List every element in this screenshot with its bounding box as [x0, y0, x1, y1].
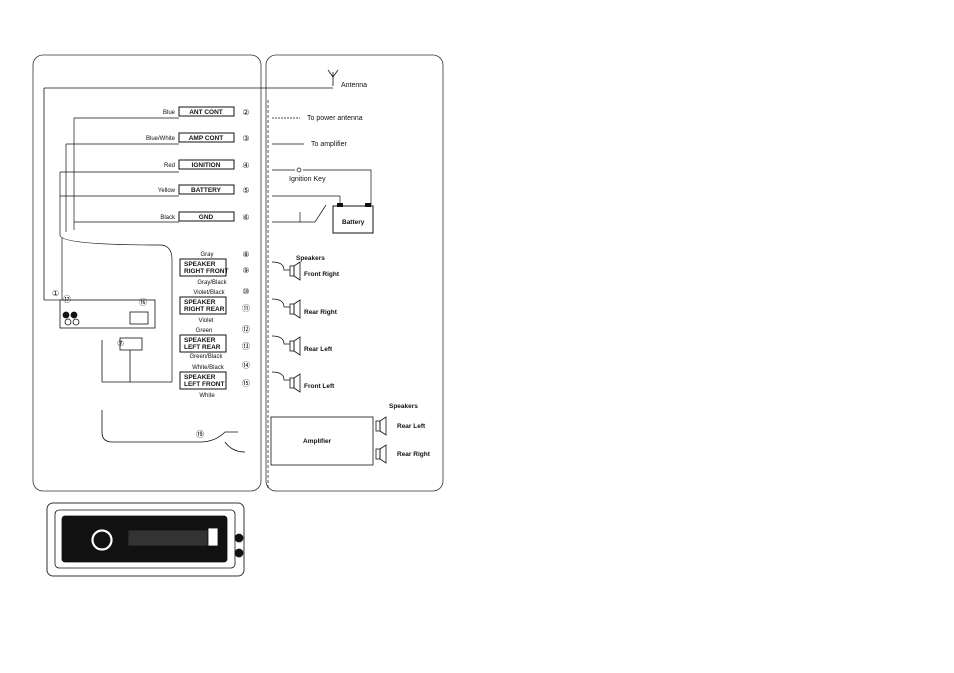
wire-pos: Violet/Black [193, 290, 225, 296]
callout-c16: ⑯ [139, 298, 147, 307]
wire-neg: Green/Black [189, 354, 223, 360]
num-pos: ⑭ [242, 361, 250, 370]
wire-num: ⑤ [242, 186, 249, 195]
wire-color: Red [164, 163, 175, 169]
wire-color: Black [160, 215, 176, 221]
speaker-front-right: Front Right [271, 261, 340, 281]
battery-icon [332, 203, 374, 234]
wire-color: Yellow [158, 188, 176, 194]
speaker-box-left-front: White/Black SPEAKER LEFT FRONT White ⑭ ⑮ [179, 361, 250, 399]
num-neg: ⑪ [242, 304, 250, 313]
right-lines [267, 100, 372, 488]
power-antenna-label: To power antenna [307, 115, 363, 122]
wire-neg: White [199, 393, 215, 399]
num-neg: ⑨ [242, 266, 249, 275]
num-neg: ⑬ [242, 342, 250, 351]
wire-pos: Green [196, 328, 213, 334]
speakers-label-top: Speakers [296, 255, 325, 262]
antenna-label: Antenna [341, 82, 367, 89]
battery-label: Battery [342, 219, 365, 226]
wire-color: Blue [163, 110, 176, 116]
speaker-label: Front Left [304, 383, 335, 390]
speaker-box-left-rear: Green SPEAKER LEFT REAR Green/Black ⑫ ⑬ [179, 325, 250, 360]
callout-c17: ⑰ [63, 295, 71, 304]
num-neg: ⑮ [242, 379, 250, 388]
callout-c1: ① [52, 289, 59, 298]
num-pos: ⑩ [242, 287, 249, 296]
wire-name: AMP CONT [189, 135, 224, 142]
speaker-box-right-rear: Violet/Black SPEAKER RIGHT REAR Violet ⑩… [179, 287, 250, 324]
wire-row-gnd: Black GND ⑥ [160, 211, 250, 222]
speaker-rear-right: Rear Right [271, 298, 338, 319]
ignition-key-label: Ignition Key [289, 176, 326, 183]
wire-name: GND [199, 214, 214, 221]
wire-num: ⑥ [242, 213, 249, 222]
wire-num: ② [242, 108, 249, 117]
amp-output-rear-right: Rear Right [375, 444, 431, 464]
rear-connectors [59, 299, 246, 453]
callout-c7: ⑦ [117, 339, 124, 348]
box-line1: SPEAKER [184, 299, 216, 306]
front-panel-frame [46, 502, 245, 577]
head-unit-front [54, 509, 244, 569]
speaker-rear-left: Rear Left [271, 335, 333, 356]
connection-panel [265, 54, 444, 492]
wire-name: IGNITION [192, 162, 221, 169]
wire-name: BATTERY [191, 187, 222, 194]
box-line1: SPEAKER [184, 374, 216, 381]
harness-lines [44, 117, 179, 382]
wire-num: ③ [242, 134, 249, 143]
amplifier-label: Amplifier [303, 438, 332, 445]
amplifier-to-label: To amplifier [311, 141, 347, 148]
num-pos: ⑧ [242, 250, 249, 259]
wire-neg: Violet [199, 318, 214, 324]
num-pos: ⑫ [242, 325, 250, 334]
wire-name: ANT CONT [189, 109, 223, 116]
wire-num: ④ [242, 161, 249, 170]
wire-row-ant-cont: Blue ANT CONT ② [163, 106, 250, 117]
box-line2: RIGHT REAR [184, 306, 225, 313]
box-line2: LEFT FRONT [184, 381, 224, 388]
speaker-box-right-front: Gray SPEAKER RIGHT FRONT Gray/Black ⑧ ⑨ [179, 250, 250, 286]
box-line2: LEFT REAR [184, 344, 221, 351]
amplifier-box [270, 416, 374, 466]
antenna-icon [43, 69, 339, 300]
head-unit-panel [32, 54, 262, 492]
amp-output-label: Rear Right [397, 451, 431, 458]
display-window [127, 529, 209, 547]
wire-pos: White/Black [192, 365, 225, 371]
wire-row-ignition: Red IGNITION ④ [164, 159, 250, 170]
callout-c19: ⑲ [196, 430, 204, 439]
speaker-front-left: Front Left [271, 371, 335, 393]
wire-neg: Gray/Black [197, 280, 227, 286]
speakers-label-bottom: Speakers [389, 403, 418, 410]
wire-color: Blue/White [146, 136, 176, 142]
amp-output-rear-left: Rear Left [375, 416, 426, 436]
box-line2: RIGHT FRONT [184, 268, 228, 275]
box-line1: SPEAKER [184, 261, 216, 268]
wire-pos: Gray [200, 252, 213, 258]
speaker-label: Rear Right [304, 309, 338, 316]
wire-row-amp-cont: Blue/White AMP CONT ③ [146, 132, 250, 143]
speaker-label: Front Right [304, 271, 340, 278]
wire-row-battery: Yellow BATTERY ⑤ [158, 184, 250, 195]
amp-output-label: Rear Left [397, 423, 426, 430]
box-line1: SPEAKER [184, 337, 216, 344]
speaker-label: Rear Left [304, 346, 333, 353]
